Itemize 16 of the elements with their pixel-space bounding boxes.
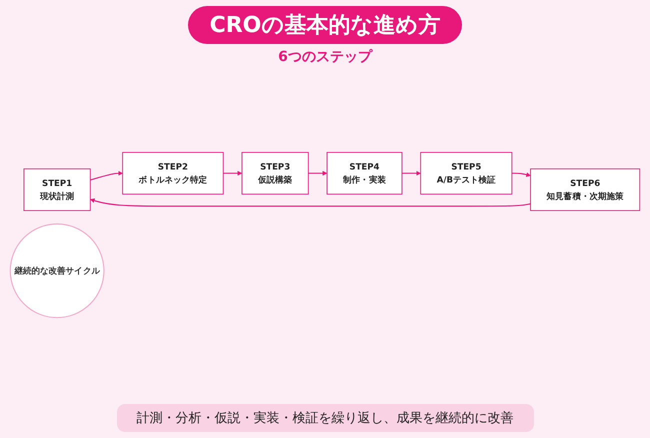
node-circle: 継続的な改善サイクル [10,223,104,318]
arrow [90,198,531,207]
arrow [90,170,123,181]
arrow [308,170,328,176]
caption-band: 計測・分析・仮説・実装・検証を繰り返し、成果を継続的に改善 [116,404,534,432]
arrow [223,170,242,176]
node-box: STEP4 制作・実装 [326,152,402,195]
node-box: STEP2 ボトルネック特定 [122,152,224,195]
node-box: STEP3 仮説構築 [242,152,309,195]
node-box: STEP1 現状計測 [24,168,91,211]
title: CROの基本的な進め方 [188,6,462,44]
node-box: STEP5 A/Bテスト検証 [420,152,512,195]
subtitle: 6つのステップ [278,48,372,66]
node-box: STEP6 知見蓄積・次期施策 [530,168,640,211]
arrow [512,172,531,177]
arrow [402,170,421,176]
